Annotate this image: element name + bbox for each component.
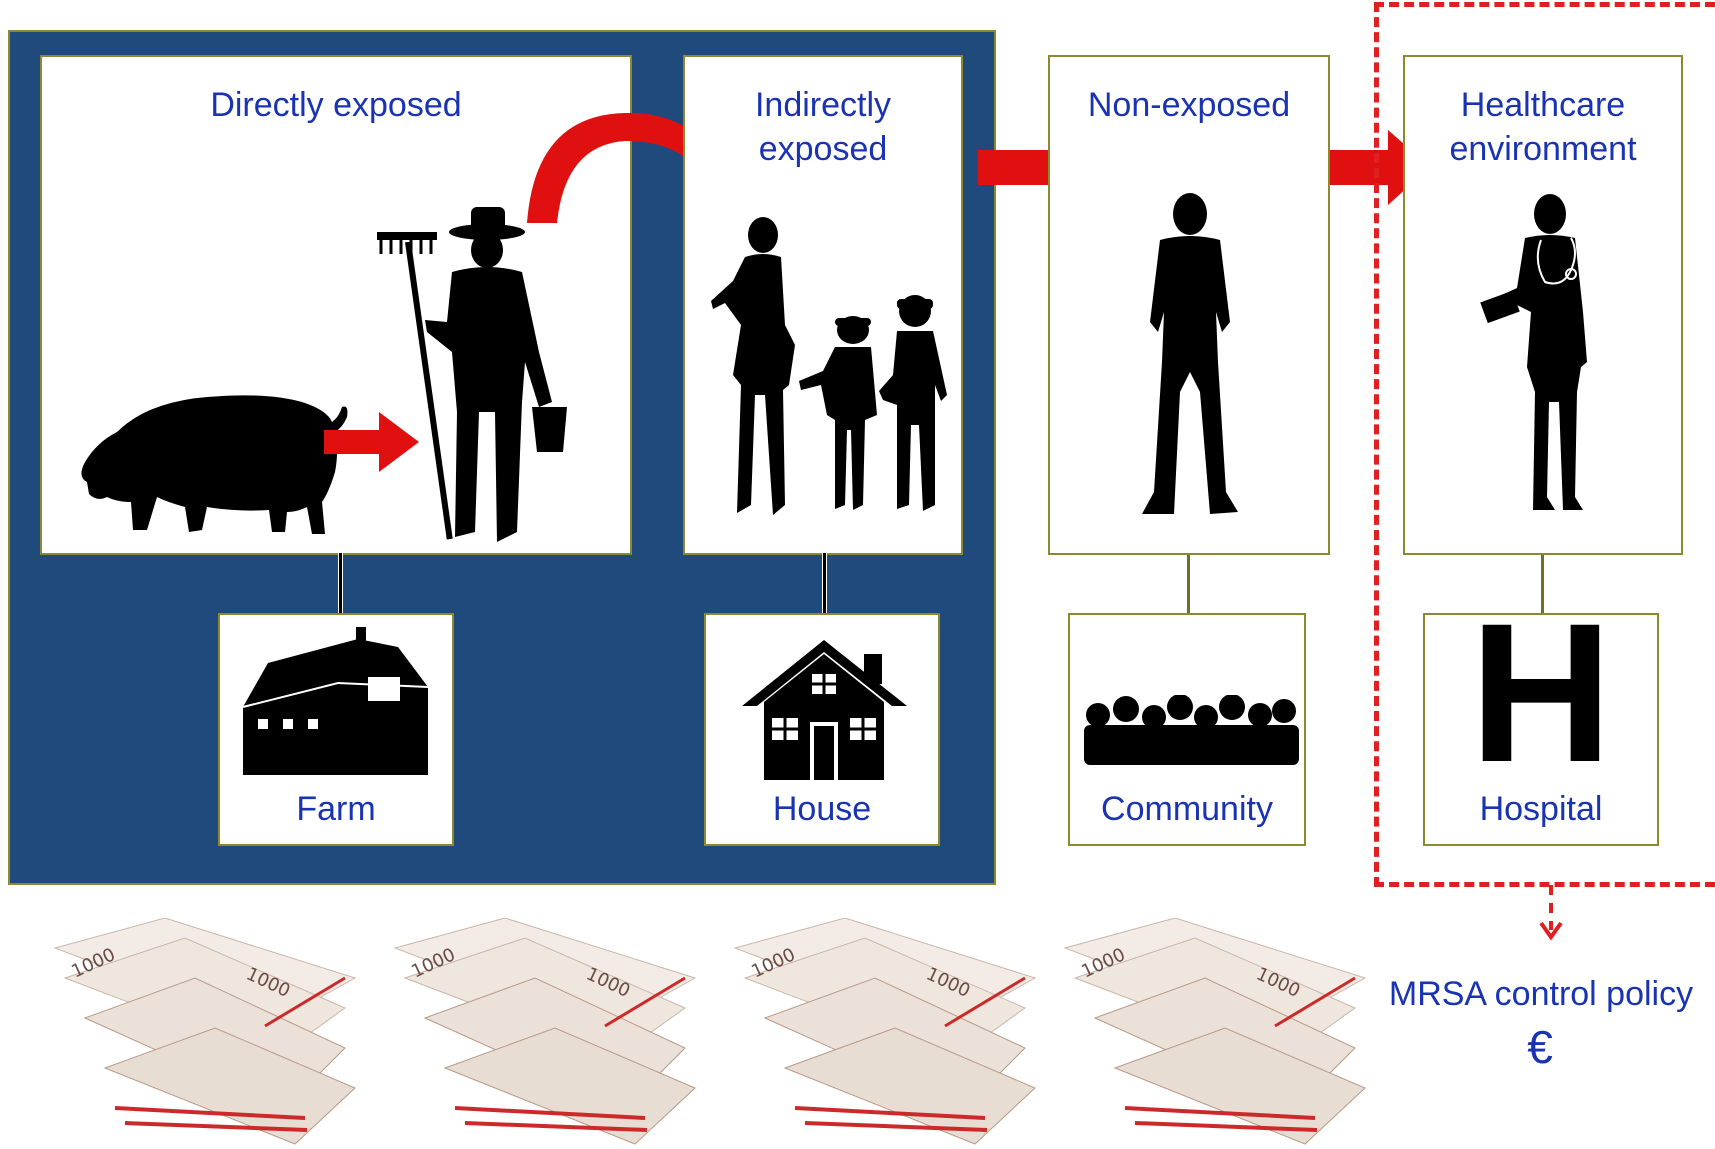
nurse-icon: [1480, 194, 1587, 510]
pig-icon: [81, 395, 348, 534]
farm-box: Farm: [218, 613, 454, 846]
house-label: House: [772, 790, 872, 828]
healthcare-label-line1: Healthcare: [1460, 86, 1626, 124]
money-stack-icon: 1000 1000: [53, 918, 357, 1145]
policy-dashed-arrow: [1539, 885, 1563, 941]
community-label: Community: [1101, 790, 1273, 828]
hospital-label: Hospital: [1479, 790, 1603, 828]
healthcare-label-line2: environment: [1449, 130, 1637, 168]
hospital-box: H Hospital: [1423, 593, 1659, 846]
community-box: Community: [1068, 613, 1306, 846]
money-stack-icon: 1000 1000: [393, 918, 697, 1145]
hospital-h-icon: H: [1469, 582, 1613, 803]
policy-label: MRSA control policy: [1388, 975, 1694, 1013]
house-box: House: [704, 613, 940, 846]
farm-label: Farm: [296, 790, 376, 828]
barn-icon: [242, 627, 429, 775]
house-icon: [742, 640, 907, 780]
money-stack-icon: 1000 1000: [733, 918, 1037, 1145]
hospital-connector: [1541, 555, 1544, 615]
healthcare-policy-boundary: [1374, 2, 1715, 887]
policy-currency: €: [1527, 1021, 1553, 1073]
non-exposed-label: Non-exposed: [1087, 86, 1291, 124]
indirectly-exposed-box: Indirectly exposed: [683, 55, 963, 555]
healthcare-environment-box: Healthcare environment: [1403, 55, 1683, 555]
pig-to-farmer-arrow: [324, 412, 419, 472]
farmer-icon: [377, 207, 567, 542]
non-exposed-box: Non-exposed: [1048, 55, 1330, 555]
indirectly-exposed-label-line2: exposed: [758, 130, 888, 168]
directly-exposed-label: Directly exposed: [210, 86, 462, 124]
man-icon: [1142, 193, 1238, 514]
farm-connector: [338, 553, 343, 615]
house-connector: [822, 553, 827, 615]
indirectly-exposed-label-line1: Indirectly: [754, 86, 892, 124]
community-connector: [1187, 555, 1190, 615]
family-icon: [711, 217, 947, 515]
money-stack-icon: 1000 1000: [1063, 918, 1367, 1145]
directly-exposed-box: Directly exposed: [40, 55, 632, 555]
crowd-icon: [1084, 695, 1299, 765]
